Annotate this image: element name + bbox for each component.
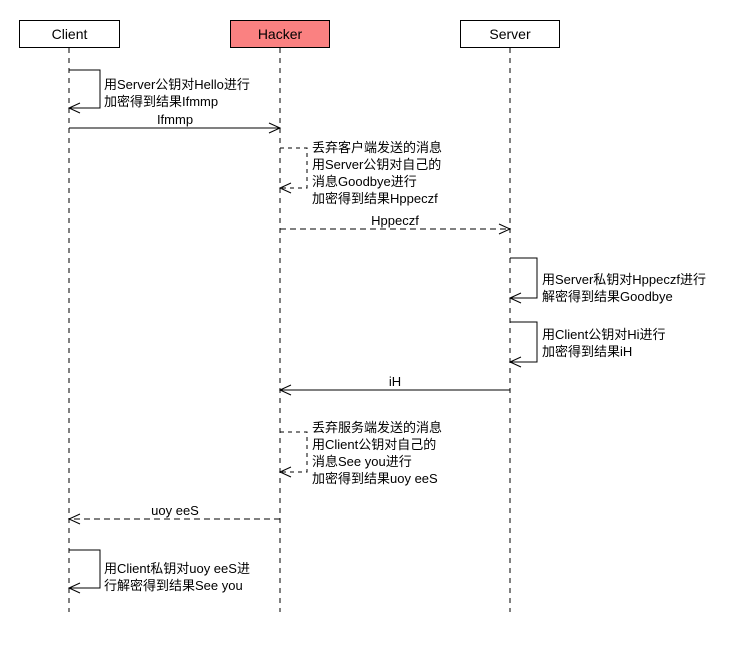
self-loop-server-decrypt (510, 257, 538, 299)
note-line: 丢弃客户端发送的消息 (312, 140, 443, 155)
note-client-decrypt: 用Client私钥对uoy eeS进 行解密得到结果See you (104, 560, 250, 594)
note-line: 消息See you进行 (312, 454, 412, 469)
note-line: 加密得到结果Hppeczf (312, 191, 438, 206)
note-line: 用Server私钥对Hppeczf进行 (542, 272, 706, 287)
actor-client: Client (19, 20, 120, 48)
note-line: 加密得到结果Ifmmp (104, 94, 219, 109)
note-hacker-encrypt2: 丢弃服务端发送的消息 用Client公钥对自己的 消息See you进行 加密得… (312, 419, 442, 487)
note-line: 丢弃服务端发送的消息 (312, 420, 443, 435)
note-hacker-encrypt: 丢弃客户端发送的消息 用Server公钥对自己的 消息Goodbye进行 加密得… (312, 139, 442, 207)
message-label-ih: iH (388, 374, 402, 389)
self-loop-server-encrypt (510, 321, 538, 363)
arrowhead-icon (268, 122, 282, 134)
message-label-ifmmp: Ifmmp (156, 112, 194, 127)
note-line: 加密得到结果uoy eeS (312, 471, 438, 486)
note-line: 消息Goodbye进行 (312, 174, 417, 189)
note-line: 用Client公钥对自己的 (312, 437, 437, 452)
note-line: 用Server公钥对Hello进行 (104, 77, 250, 92)
note-line: 行解密得到结果See you (104, 578, 243, 593)
note-client-encrypt: 用Server公钥对Hello进行 加密得到结果Ifmmp (104, 76, 250, 110)
note-server-encrypt: 用Client公钥对Hi进行 加密得到结果iH (542, 326, 666, 360)
note-line: 加密得到结果iH (542, 344, 633, 359)
arrowhead-icon (278, 466, 292, 478)
arrowhead-icon (498, 223, 512, 235)
self-loop-client-encrypt (69, 69, 101, 109)
arrowhead-icon (508, 292, 522, 304)
arrowhead-icon (278, 182, 292, 194)
note-line: 用Server公钥对自己的 (312, 157, 442, 172)
arrowhead-icon (67, 582, 81, 594)
note-line: 用Client私钥对uoy eeS进 (104, 561, 250, 576)
note-line: 用Client公钥对Hi进行 (542, 327, 666, 342)
self-loop-hacker-encrypt2 (280, 431, 308, 473)
note-server-decrypt: 用Server私钥对Hppeczf进行 解密得到结果Goodbye (542, 271, 706, 305)
message-label-hppeczf: Hppeczf (371, 213, 419, 228)
note-line: 解密得到结果Goodbye (542, 289, 673, 304)
self-loop-hacker-encrypt (280, 147, 308, 189)
arrowhead-icon (67, 513, 81, 525)
actor-server-label: Server (489, 26, 531, 42)
arrowhead-icon (508, 356, 522, 368)
self-loop-client-decrypt (69, 549, 101, 589)
arrowhead-icon (67, 102, 81, 114)
message-label-uoyees: uoy eeS (151, 503, 199, 518)
actor-hacker-label: Hacker (257, 26, 303, 42)
actor-hacker: Hacker (230, 20, 330, 48)
arrowhead-icon (278, 384, 292, 396)
actor-client-label: Client (51, 26, 88, 42)
actor-server: Server (460, 20, 560, 48)
